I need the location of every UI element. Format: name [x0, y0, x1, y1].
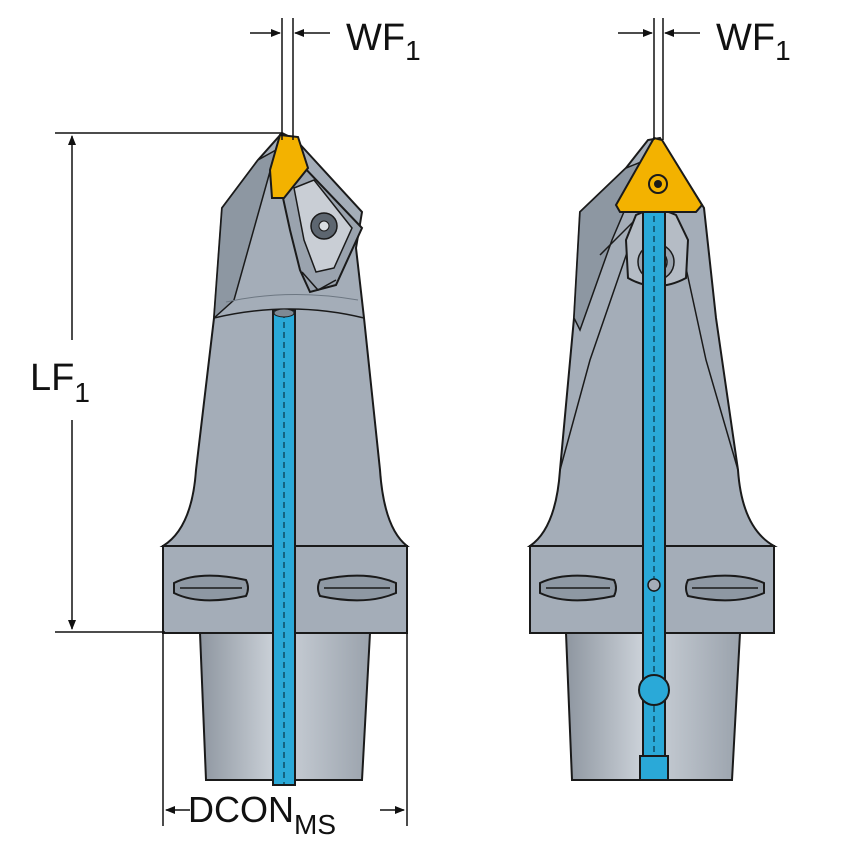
dimension-dcon: DCONMS [162, 633, 408, 840]
left-coolant-inlet [273, 308, 295, 318]
left-insert [268, 133, 310, 199]
right-flange-hole [647, 578, 661, 592]
right-shank-port [638, 674, 670, 706]
lf-label: LF1 [30, 357, 90, 408]
wf-left-label: WF1 [346, 17, 421, 66]
left-tool-view [159, 131, 410, 786]
left-clamp-foot [301, 271, 337, 291]
right-shank-outlet [639, 755, 669, 781]
right-insert-hole-center [654, 180, 662, 188]
wf-right-label: WF1 [716, 17, 791, 66]
right-tool-view [526, 136, 778, 781]
left-clamp-screw-head [318, 220, 330, 232]
dimension-wf-right: WF1 [618, 17, 791, 140]
dcon-label: DCONMS [188, 789, 336, 840]
right-body-edge-left [559, 214, 641, 471]
dimension-wf-left: WF1 [250, 17, 421, 140]
dimension-lf: LF1 [30, 132, 282, 633]
left-body-bevel-shadow [225, 294, 359, 303]
